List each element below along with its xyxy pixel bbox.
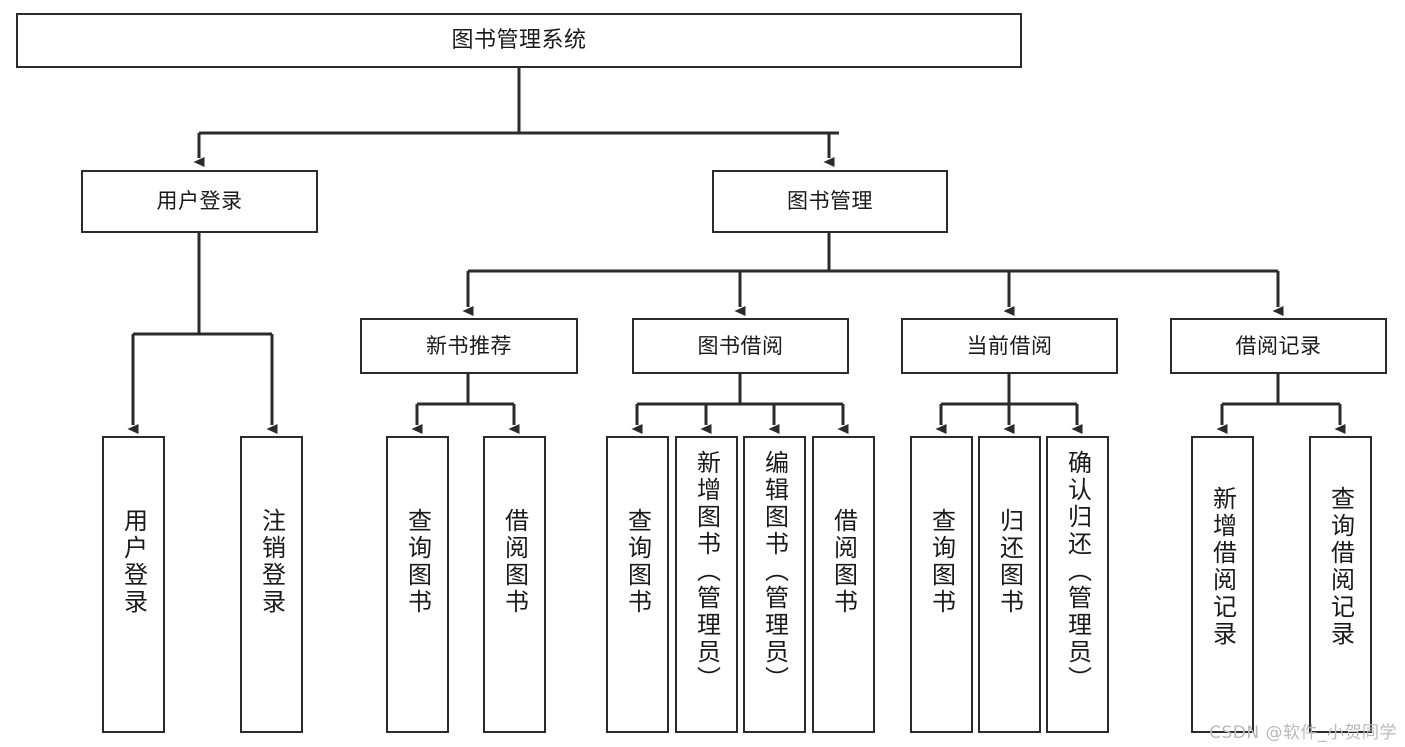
node-user-login-label: 用户登录 (156, 189, 243, 214)
node-leaf-logout[interactable]: 注销登录 (240, 436, 303, 733)
node-new-book-recommend[interactable]: 新书推荐 (360, 318, 578, 374)
node-leaf-add-record-label: 新增借阅记录 (1208, 486, 1237, 648)
node-book-management[interactable]: 图书管理 (712, 170, 948, 233)
node-book-borrow-label: 图书借阅 (697, 333, 784, 358)
node-new-book-recommend-label: 新书推荐 (426, 333, 512, 358)
node-user-login[interactable]: 用户登录 (81, 170, 318, 233)
node-leaf-borrow-book-1[interactable]: 借阅图书 (483, 436, 546, 733)
node-current-borrow-label: 当前借阅 (966, 333, 1053, 358)
node-leaf-borrow-book-2[interactable]: 借阅图书 (812, 436, 875, 733)
node-leaf-query-record-label: 查询借阅记录 (1326, 486, 1355, 648)
node-leaf-query-record[interactable]: 查询借阅记录 (1309, 436, 1372, 733)
node-leaf-add-book-label: 新增图书（管理员） (692, 450, 721, 693)
node-leaf-borrow-book-1-label: 借阅图书 (500, 508, 529, 616)
node-leaf-query-book-2[interactable]: 查询图书 (606, 436, 669, 733)
node-borrow-record[interactable]: 借阅记录 (1170, 318, 1387, 374)
node-book-borrow[interactable]: 图书借阅 (632, 318, 849, 374)
node-book-management-label: 图书管理 (787, 189, 873, 214)
node-leaf-query-book-2-label: 查询图书 (623, 508, 652, 616)
node-leaf-user-login-label: 用户登录 (119, 508, 148, 616)
node-leaf-borrow-book-2-label: 借阅图书 (829, 508, 858, 616)
node-current-borrow[interactable]: 当前借阅 (901, 318, 1118, 374)
node-leaf-return-book[interactable]: 归还图书 (978, 436, 1041, 733)
node-leaf-confirm-return-label: 确认归还（管理员） (1063, 450, 1092, 693)
node-leaf-return-book-label: 归还图书 (995, 508, 1024, 616)
node-root[interactable]: 图书管理系统 (16, 13, 1022, 68)
node-leaf-confirm-return[interactable]: 确认归还（管理员） (1046, 436, 1109, 733)
node-root-label: 图书管理系统 (451, 27, 587, 53)
node-leaf-query-book-3[interactable]: 查询图书 (910, 436, 973, 733)
node-leaf-query-book-1[interactable]: 查询图书 (386, 436, 449, 733)
node-borrow-record-label: 借阅记录 (1235, 333, 1322, 358)
node-leaf-add-book[interactable]: 新增图书（管理员） (675, 436, 738, 733)
node-leaf-logout-label: 注销登录 (257, 508, 286, 616)
node-leaf-add-record[interactable]: 新增借阅记录 (1191, 436, 1254, 733)
node-leaf-user-login[interactable]: 用户登录 (102, 436, 165, 733)
node-leaf-query-book-3-label: 查询图书 (927, 508, 956, 616)
node-leaf-edit-book[interactable]: 编辑图书（管理员） (743, 436, 806, 733)
node-leaf-query-book-1-label: 查询图书 (403, 508, 432, 616)
node-leaf-edit-book-label: 编辑图书（管理员） (760, 450, 789, 693)
